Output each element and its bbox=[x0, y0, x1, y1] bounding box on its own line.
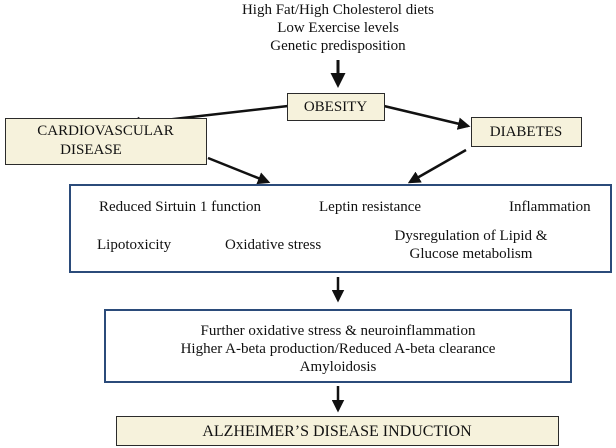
mechanisms-box: Reduced Sirtuin 1 function Leptin resist… bbox=[69, 184, 612, 273]
alzheimers-label: ALZHEIMER’S DISEASE INDUCTION bbox=[202, 423, 472, 440]
diabetes-label: DIABETES bbox=[489, 124, 563, 140]
mechanism-sirtuin: Reduced Sirtuin 1 function bbox=[99, 199, 262, 215]
cardiovascular-label-line1: CARDIOVASCULAR bbox=[37, 123, 174, 139]
mechanism-leptin: Leptin resistance bbox=[319, 199, 422, 215]
mechanism-lipotoxicity: Lipotoxicity bbox=[97, 237, 172, 253]
alzheimers-box: ALZHEIMER’S DISEASE INDUCTION bbox=[116, 416, 559, 446]
consequence-abeta: Higher A-beta production/Reduced A-beta … bbox=[180, 341, 496, 357]
cause-diet: High Fat/High Cholesterol diets bbox=[241, 2, 435, 18]
consequence-oxidative: Further oxidative stress & neuroinflamma… bbox=[200, 323, 476, 339]
arrow-diabetes-to-mechanisms bbox=[407, 148, 467, 184]
mechanism-inflammation: Inflammation bbox=[509, 199, 591, 215]
cardiovascular-label-line2: DISEASE bbox=[60, 142, 122, 158]
cardiovascular-box: CARDIOVASCULAR DISEASE bbox=[5, 118, 207, 165]
mechanism-dysregulation-line2: Glucose metabolism bbox=[409, 246, 533, 262]
mechanism-oxidative: Oxidative stress bbox=[225, 237, 322, 253]
consequences-box: Further oxidative stress & neuroinflamma… bbox=[104, 309, 572, 383]
consequence-amyloidosis: Amyloidosis bbox=[299, 359, 377, 375]
obesity-box: OBESITY bbox=[287, 93, 385, 121]
diabetes-box: DIABETES bbox=[471, 117, 582, 147]
obesity-label: OBESITY bbox=[303, 99, 368, 115]
arrow-cardio-to-mechanisms bbox=[207, 156, 271, 185]
cause-genetic: Genetic predisposition bbox=[270, 38, 406, 54]
mechanism-dysregulation-line1: Dysregulation of Lipid & bbox=[394, 228, 548, 244]
cause-exercise: Low Exercise levels bbox=[277, 20, 399, 36]
arrow-obesity-to-diabetes bbox=[383, 104, 471, 130]
